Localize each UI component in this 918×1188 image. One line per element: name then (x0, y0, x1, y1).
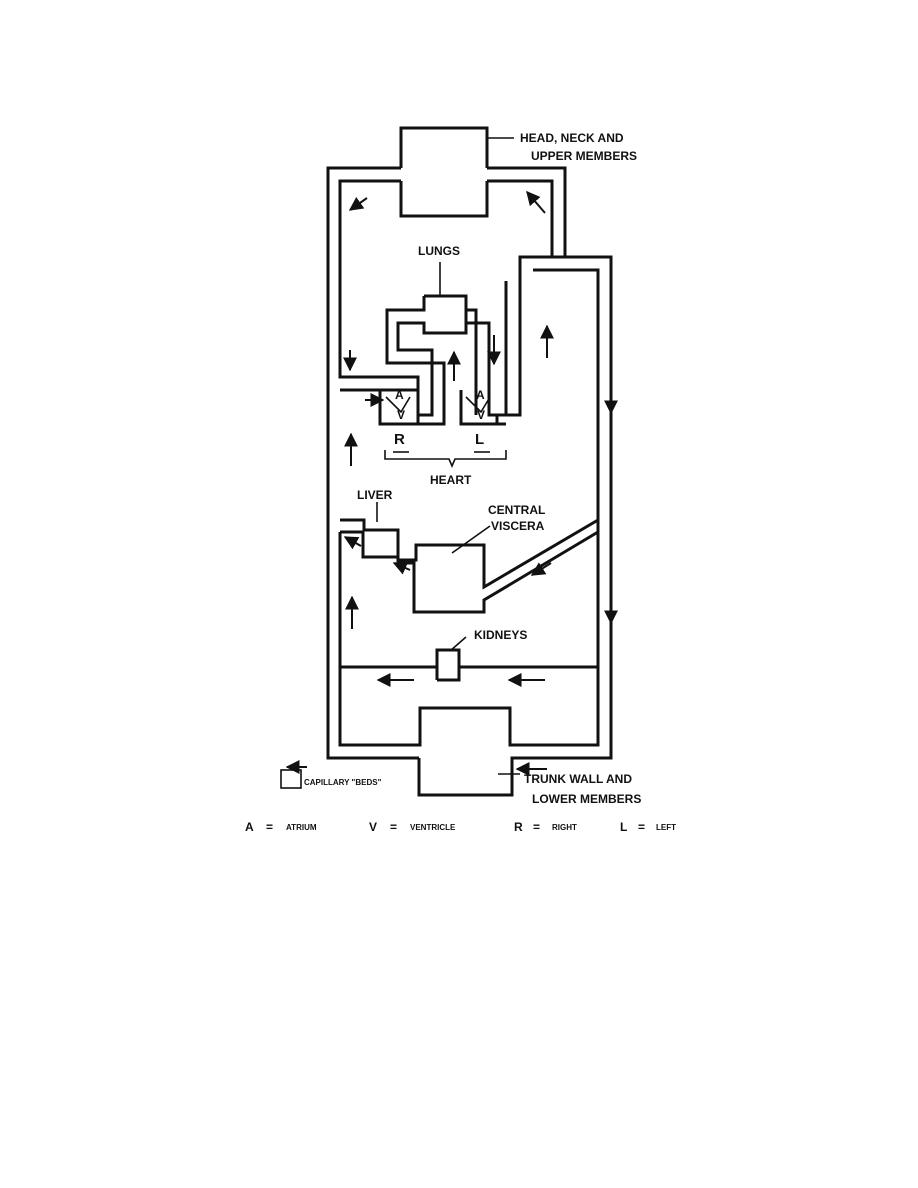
trunk-label-line1: TRUNK WALL AND (524, 772, 632, 786)
left-ventricle-label: V (477, 408, 485, 422)
kidneys-label: KIDNEYS (474, 628, 527, 642)
central-label-line1: CENTRAL (488, 503, 545, 517)
heart-label: HEART (430, 473, 472, 487)
central-leader (451, 525, 491, 554)
liver-label: LIVER (357, 488, 393, 502)
key-symbol: V (369, 820, 377, 834)
capillary-legend-label: CAPILLARY "BEDS" (304, 778, 382, 787)
square-outline-icon (280, 769, 302, 789)
visceral-channel (338, 518, 599, 682)
key-equals: = (390, 820, 397, 834)
kidneys-leader (449, 636, 467, 652)
key-meaning: VENTRICLE (410, 823, 456, 832)
lungs-label: LUNGS (418, 244, 460, 258)
flow-arrows (285, 190, 618, 776)
key-symbol: L (620, 820, 627, 834)
head-label-line2: UPPER MEMBERS (531, 149, 637, 163)
arrow-icon (348, 197, 368, 211)
left-av-valve (465, 396, 491, 414)
key-symbol: R (514, 820, 523, 834)
head-capillary-bed (399, 126, 489, 218)
key-equals: = (533, 820, 540, 834)
arrow-icon (526, 190, 546, 214)
key-meaning: ATRIUM (286, 823, 317, 832)
head-label-line1: HEAD, NECK AND (520, 131, 624, 145)
trunk-label-line2: LOWER MEMBERS (532, 792, 641, 806)
right-atrium-label: A (395, 388, 404, 402)
arrow-icon (392, 561, 411, 575)
heart-bracket (384, 450, 507, 469)
right-ventricle-label: V (397, 408, 405, 422)
central-label-line2: VISCERA (491, 519, 545, 533)
left-atrium-label: A (476, 388, 485, 402)
left-pulmonary-channel (338, 268, 600, 747)
heart-chambers (340, 388, 506, 426)
symbol-key: A = ATRIUM V = VENTRICLE R = RIGHT L = L… (245, 820, 676, 834)
arrow-icon (343, 536, 362, 550)
key-symbol: A (245, 820, 254, 834)
key-meaning: RIGHT (552, 823, 577, 832)
left-side-label: L (475, 431, 484, 448)
arrow-icon (530, 562, 552, 576)
right-av-valve (385, 396, 411, 414)
key-meaning: LEFT (656, 823, 676, 832)
key-equals: = (638, 820, 645, 834)
key-equals: = (266, 820, 273, 834)
right-side-label: R (394, 431, 405, 448)
